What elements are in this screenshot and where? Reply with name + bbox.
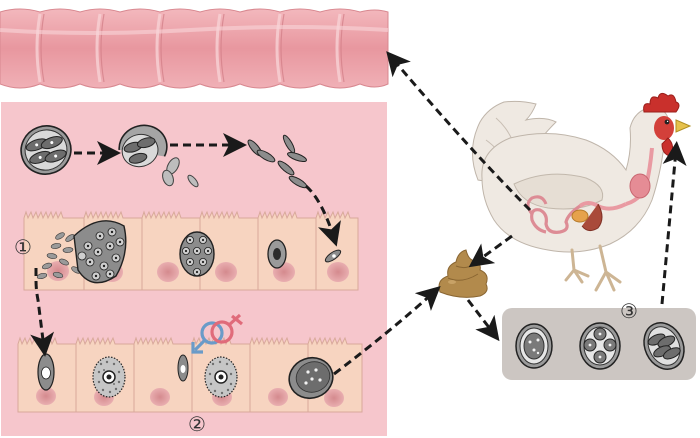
macrogamete-icon	[204, 356, 238, 398]
schizont-icon	[179, 231, 215, 277]
arrow-oocyst-panel-to-chicken	[660, 141, 687, 305]
intestine-icon	[0, 8, 389, 89]
arrow-sporozoites-to-cell	[304, 184, 341, 247]
arrow-merozoites-to-gamonts	[30, 268, 55, 357]
sporulating-oocyst-icon	[579, 322, 621, 370]
epithelial-cell-icon	[249, 336, 309, 413]
male-symbol-icon	[191, 321, 224, 354]
epithelial-cell-icon	[23, 210, 85, 291]
arrow-oocyst-to-feces	[333, 285, 441, 376]
merozoite-in-cell-icon	[37, 353, 55, 391]
epithelial-cell-icon	[133, 336, 193, 413]
feces-icon	[438, 249, 488, 298]
epithelial-cell-icon	[199, 210, 259, 291]
epithelial-cell-icon	[257, 210, 317, 291]
sporozoites-icon	[247, 134, 308, 189]
unsporulated-oocyst-icon	[515, 323, 553, 369]
step-label-3: ③	[620, 299, 638, 323]
step-label-2: ②	[188, 412, 206, 436]
excysting-oocyst-icon	[118, 124, 199, 188]
trophozoite-icon	[267, 239, 287, 269]
arrow-chicken-to-intestine	[386, 51, 532, 212]
microgamete-icon	[177, 354, 189, 382]
arrow-feces-to-oocyst-panel	[466, 299, 500, 342]
merozoites-icon	[36, 232, 81, 280]
step-label-1: ①	[14, 235, 32, 259]
sporozoite-in-cell-icon	[324, 249, 342, 263]
unsporulated-oocyst-in-cell-icon	[288, 356, 334, 400]
sporulated-oocyst-icon	[643, 322, 685, 370]
sporulated-oocyst-icon	[20, 125, 72, 175]
chicken-icon	[472, 92, 692, 292]
female-symbol-icon	[210, 313, 243, 344]
arrow-chicken-to-feces	[468, 234, 513, 268]
schizont-icon	[73, 220, 127, 284]
macrogamont-icon	[92, 356, 126, 398]
flow-arrows	[30, 51, 687, 376]
